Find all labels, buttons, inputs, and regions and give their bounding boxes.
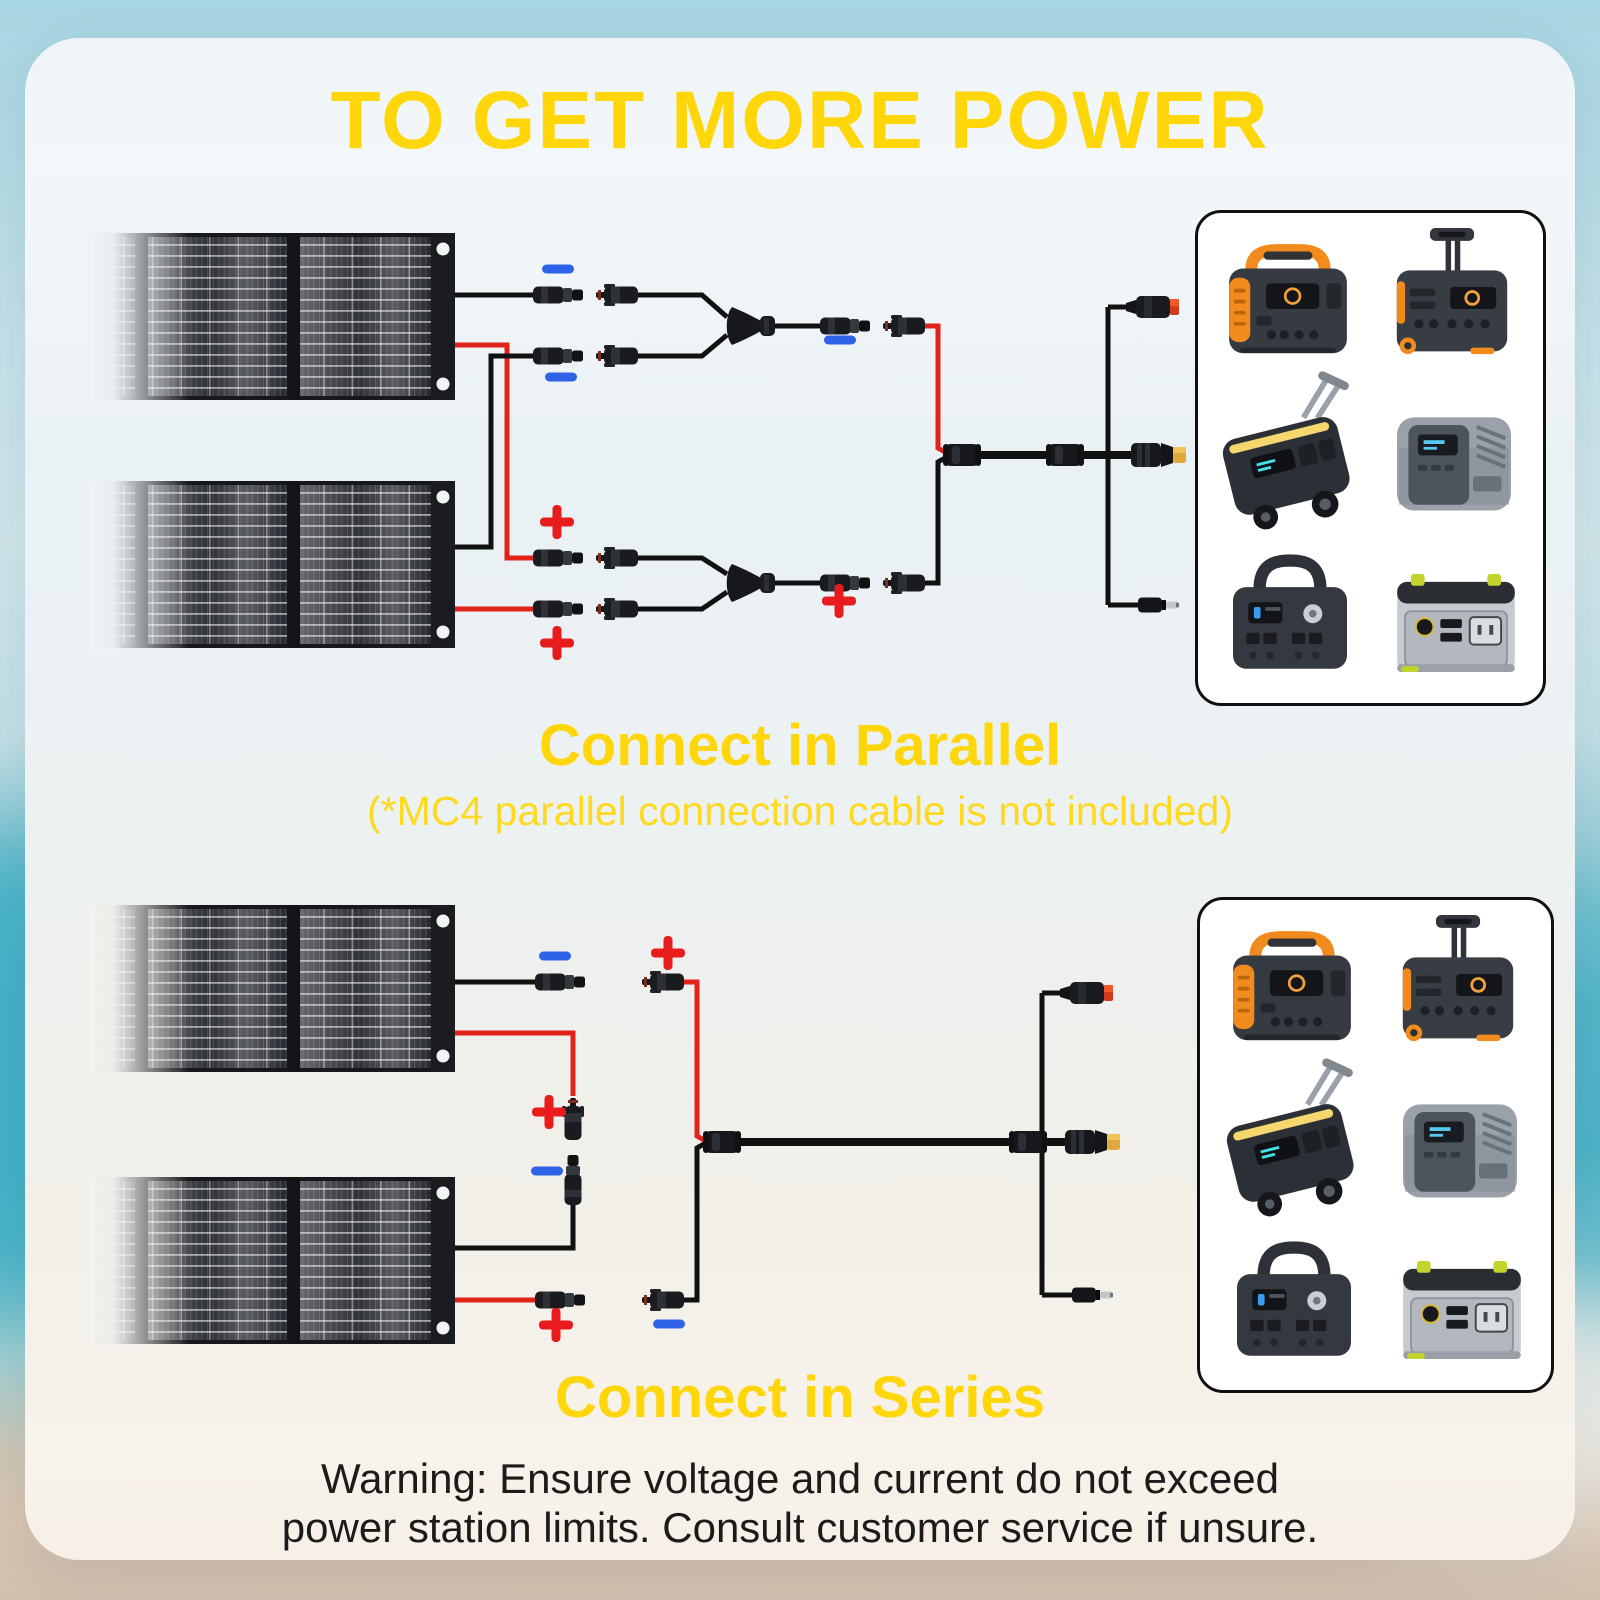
power-station-box-series [1197, 897, 1554, 1393]
telescopic-handle-power-station [1401, 913, 1515, 1043]
trolley-wheel-power-station [1214, 1058, 1378, 1225]
warning-line-1: Warning: Ensure voltage and current do n… [320, 1455, 1280, 1502]
arch-handle-power-station [1237, 1248, 1351, 1356]
trolley-wheel-power-station [1210, 371, 1374, 538]
orange-handle-power-station [1233, 937, 1351, 1040]
parallel-caption: Connect in Parallel [538, 713, 1062, 778]
gray-tower-power-station [1401, 1102, 1519, 1200]
warning-text: Warning: Ensure voltage and current do n… [0, 1454, 1600, 1552]
gray-tower-power-station [1395, 415, 1513, 513]
series-caption: Connect in Series [555, 1365, 1045, 1430]
silver-dual-tone-power-station [1396, 573, 1516, 674]
telescopic-handle-power-station [1395, 226, 1509, 356]
parallel-note: (*MC4 parallel connection cable is not i… [366, 788, 1234, 834]
power-station-grid [1198, 226, 1516, 703]
silver-dual-tone-power-station [1402, 1260, 1522, 1361]
orange-handle-power-station [1229, 250, 1347, 353]
warning-line-2: power station limits. Consult customer s… [281, 1504, 1319, 1552]
arch-handle-power-station [1233, 561, 1347, 669]
page-title: TO GET MORE POWER [330, 75, 1270, 166]
power-station-grid [1200, 913, 1522, 1390]
power-station-box-parallel [1195, 210, 1546, 706]
